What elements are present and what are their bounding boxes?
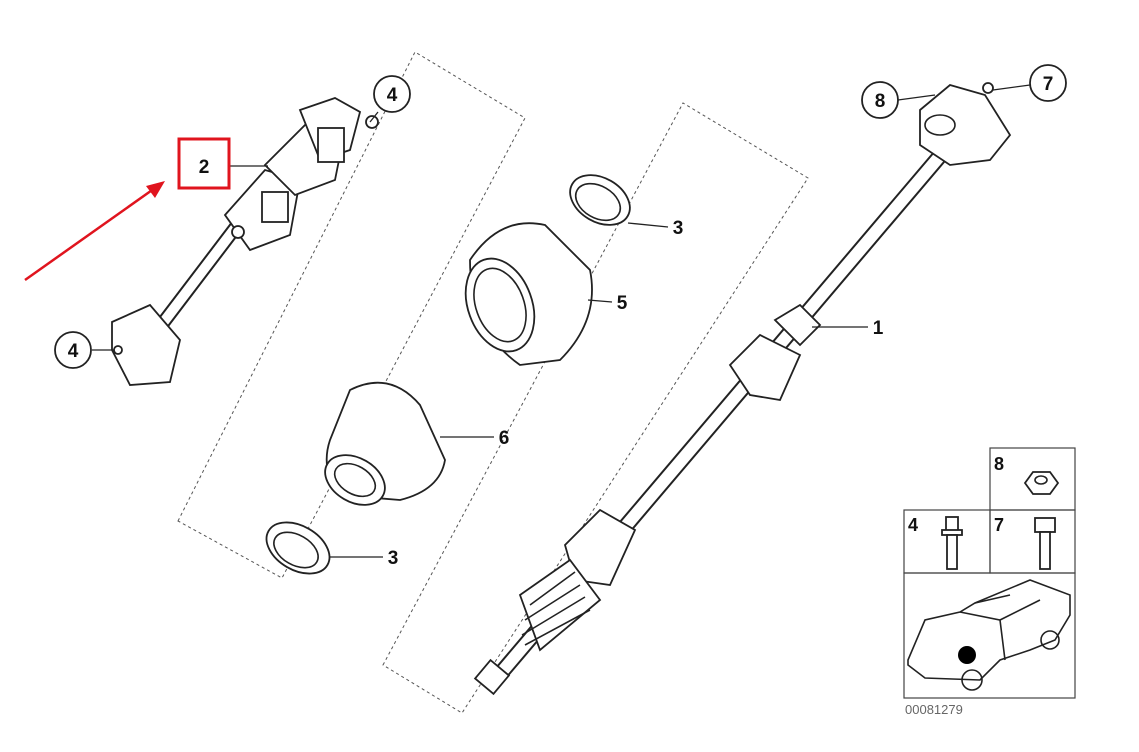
callout-3-lower[interactable]: 3 [388, 548, 399, 569]
seal-ring-upper[interactable] [561, 165, 638, 235]
callout-3-upper[interactable]: 3 [673, 218, 684, 239]
callout-5[interactable]: 5 [617, 293, 628, 314]
callout-7[interactable]: 7 [1043, 74, 1054, 95]
callout-6[interactable]: 6 [499, 428, 510, 449]
universal-joint-shaft[interactable] [111, 97, 379, 386]
hex-nut-icon [1023, 471, 1060, 495]
callout-4-lower[interactable]: 4 [68, 341, 79, 362]
legend-label-7: 7 [994, 515, 1004, 535]
highlight-arrow [24, 181, 165, 282]
dashed-group-left [177, 51, 526, 579]
rubber-boot-lower[interactable] [316, 381, 446, 515]
torx-bolt-icon [941, 516, 963, 570]
seal-ring-lower[interactable] [258, 512, 339, 584]
steering-shaft[interactable] [473, 82, 1012, 696]
legend-label-8: 8 [994, 454, 1004, 474]
dashed-group-center [382, 102, 809, 714]
hardware-legend: 8 4 7 [903, 447, 1076, 699]
diagram-id: 00081279 [905, 702, 963, 717]
legend-label-4: 4 [908, 515, 918, 535]
rubber-boot-upper[interactable] [454, 222, 593, 366]
callout-4-upper[interactable]: 4 [387, 85, 398, 106]
sedan-location-icon [907, 579, 1071, 691]
callout-8[interactable]: 8 [875, 91, 886, 112]
callout-1[interactable]: 1 [873, 318, 884, 339]
hex-bolt-icon [1034, 517, 1056, 570]
callout-2[interactable]: 2 [199, 157, 210, 178]
highlight-box [177, 137, 231, 190]
